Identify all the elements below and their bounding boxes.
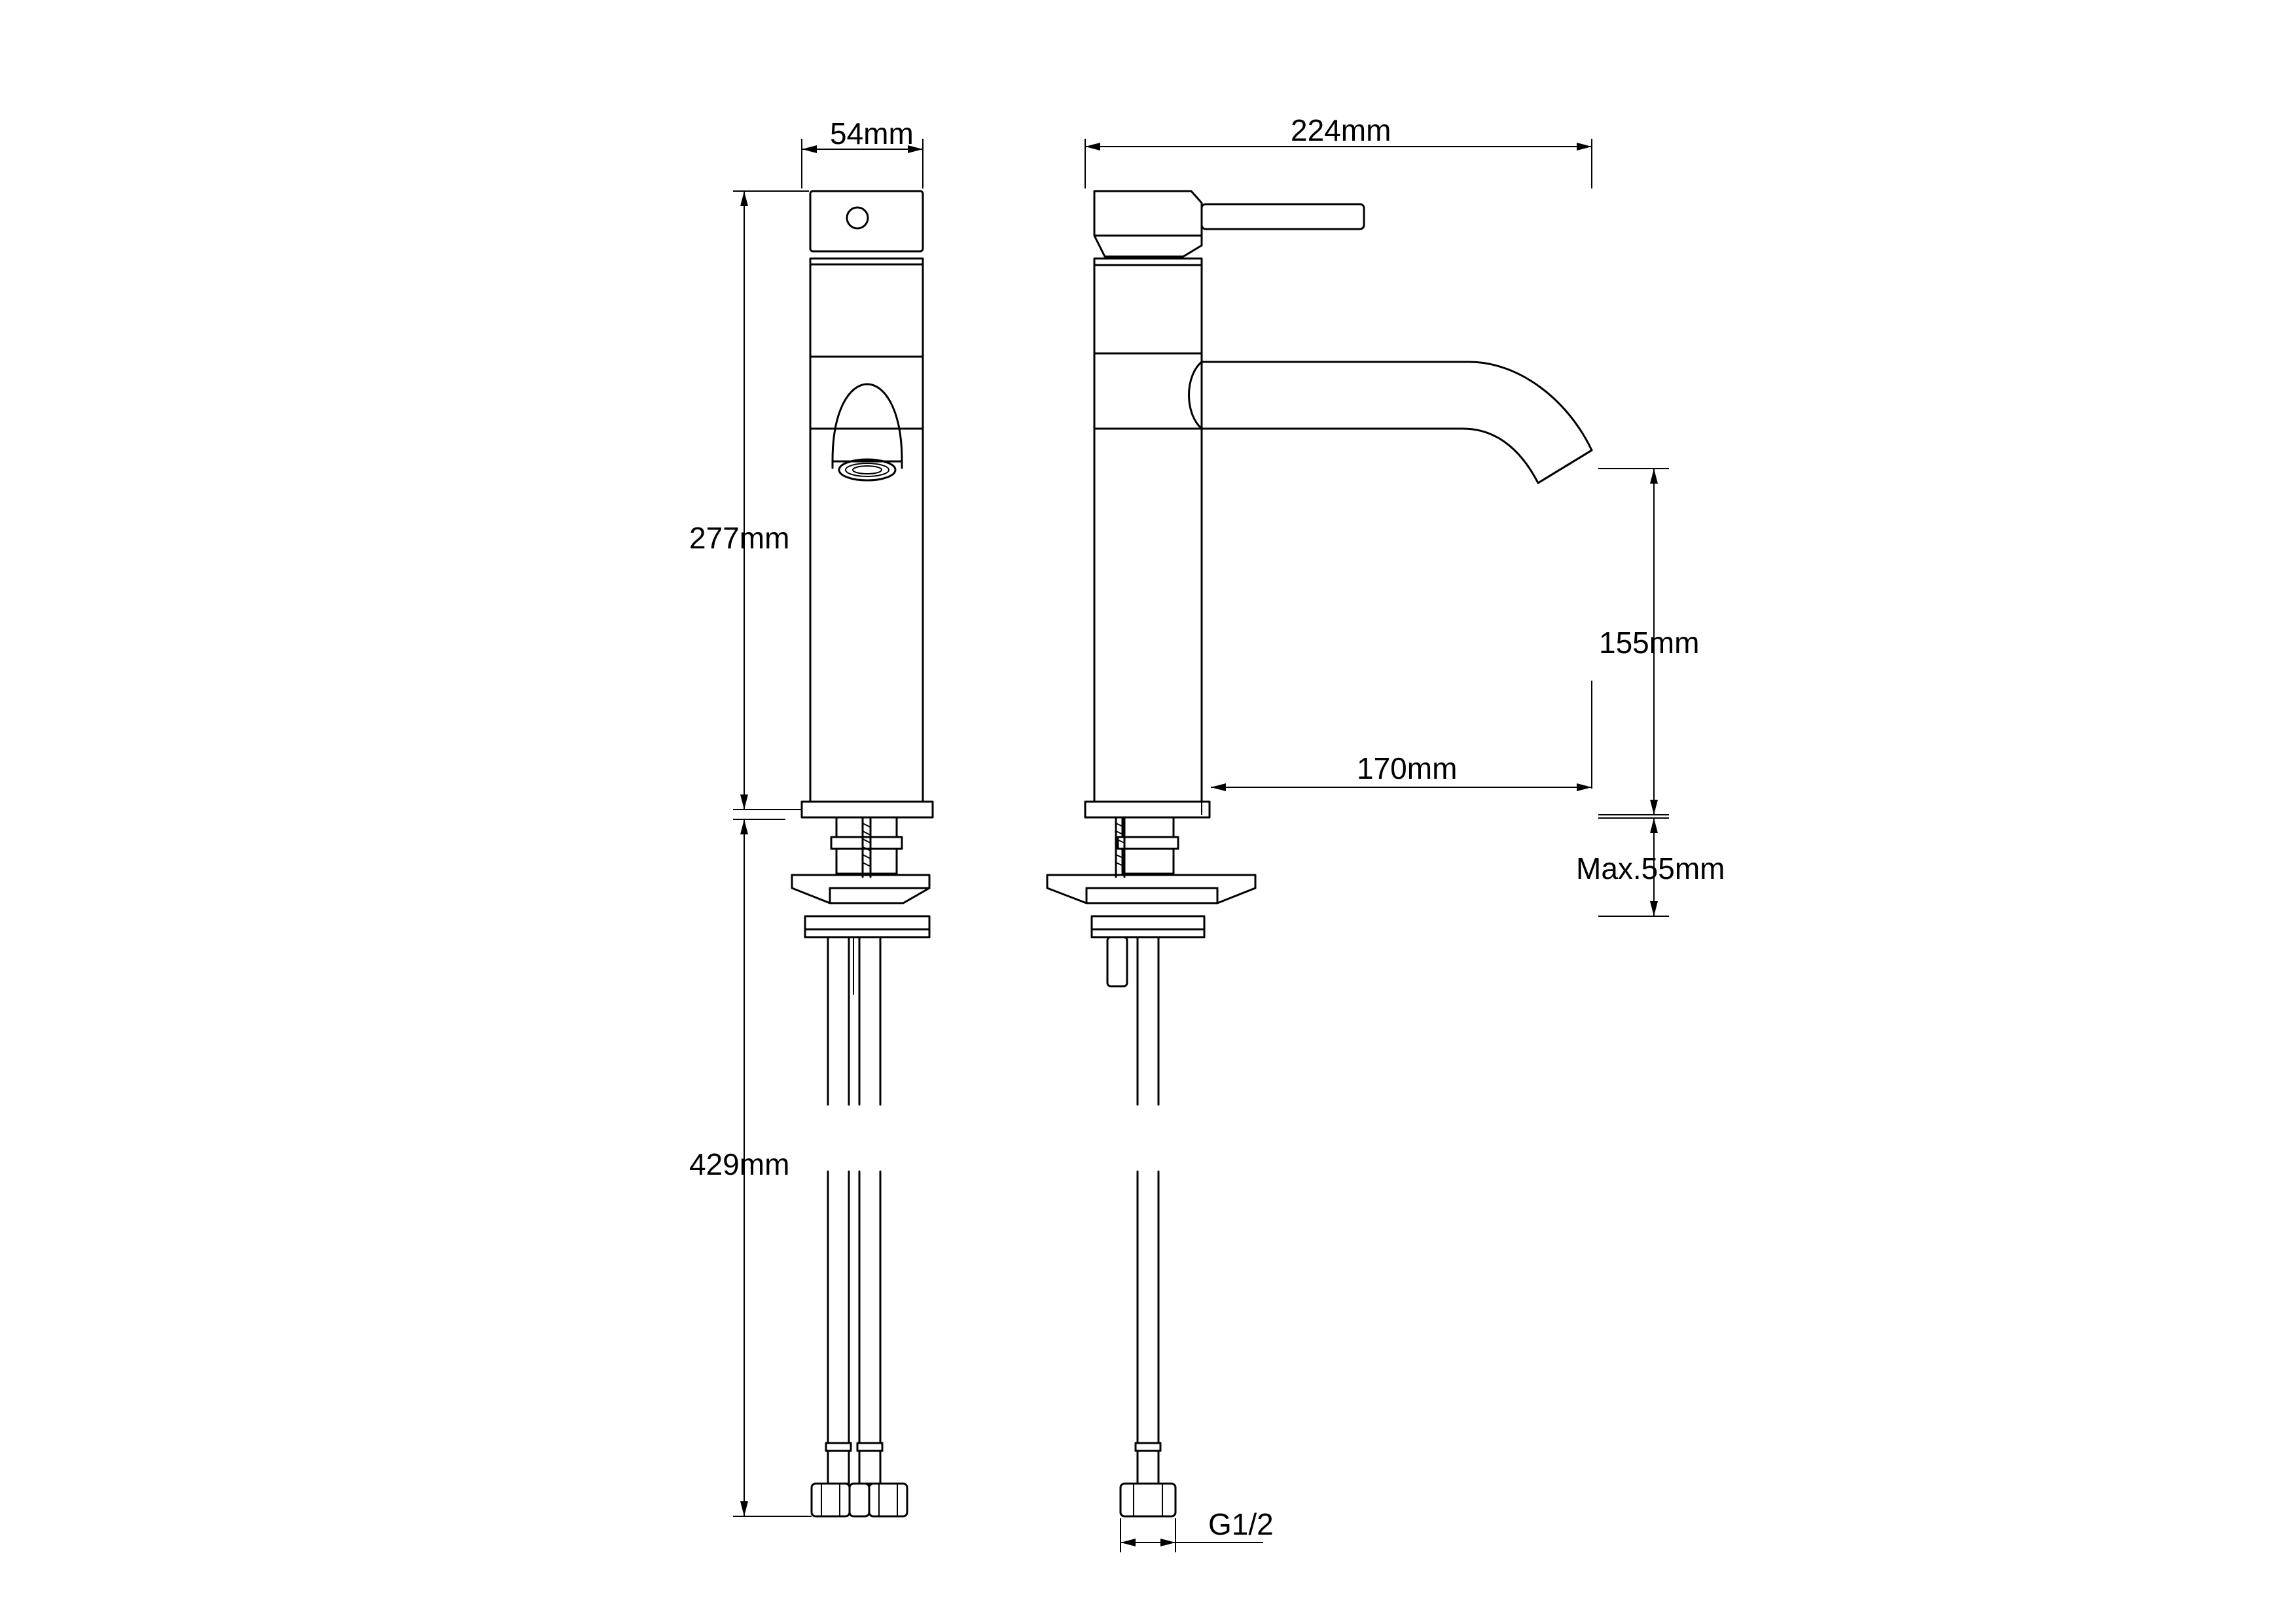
front-spout	[831, 383, 903, 463]
side-base-flange	[1084, 800, 1211, 819]
front-body-upper	[809, 257, 924, 358]
front-body	[809, 355, 924, 803]
side-nut	[1090, 915, 1206, 931]
dimension-54mm: 54mm	[801, 116, 924, 188]
side-lever-arm	[1200, 203, 1365, 230]
dimension-224mm: 224mm	[1085, 113, 1592, 188]
dimension-277mm: 277mm	[689, 190, 809, 810]
dimension-label-g12: G1/2	[1208, 1507, 1274, 1541]
side-hex-nut	[1119, 1482, 1177, 1518]
dimension-170mm: 170mm	[1201, 681, 1592, 815]
side-view	[1046, 190, 1593, 1518]
front-hex-nut-right	[868, 1482, 908, 1518]
front-handle-hole	[846, 206, 869, 230]
dimension-label-277mm: 277mm	[689, 521, 789, 555]
front-hex-nut-middle	[848, 1482, 870, 1518]
dimension-label-155mm: 155mm	[1599, 626, 1699, 660]
front-view	[791, 190, 934, 1518]
dimension-label-170mm: 170mm	[1357, 751, 1457, 785]
front-aerator	[838, 458, 897, 482]
front-hex-nut-left	[810, 1482, 851, 1518]
dimension-label-max55mm: Max.55mm	[1576, 851, 1725, 885]
side-spout	[1200, 361, 1593, 484]
dimension-g12: G1/2	[1120, 1507, 1274, 1552]
dimension-max55mm: Max.55mm	[1576, 817, 1725, 917]
side-lever-handle	[1093, 190, 1203, 258]
front-mounting-plate	[791, 874, 931, 904]
dimension-429mm: 429mm	[689, 819, 812, 1517]
dimension-label-429mm: 429mm	[689, 1147, 789, 1181]
dimension-155mm: 155mm	[1598, 468, 1699, 815]
dimension-label-224mm: 224mm	[1291, 113, 1391, 147]
front-base-flange	[800, 800, 934, 819]
front-nut	[804, 915, 931, 931]
dimension-label-54mm: 54mm	[830, 116, 914, 151]
side-body	[1093, 257, 1203, 803]
